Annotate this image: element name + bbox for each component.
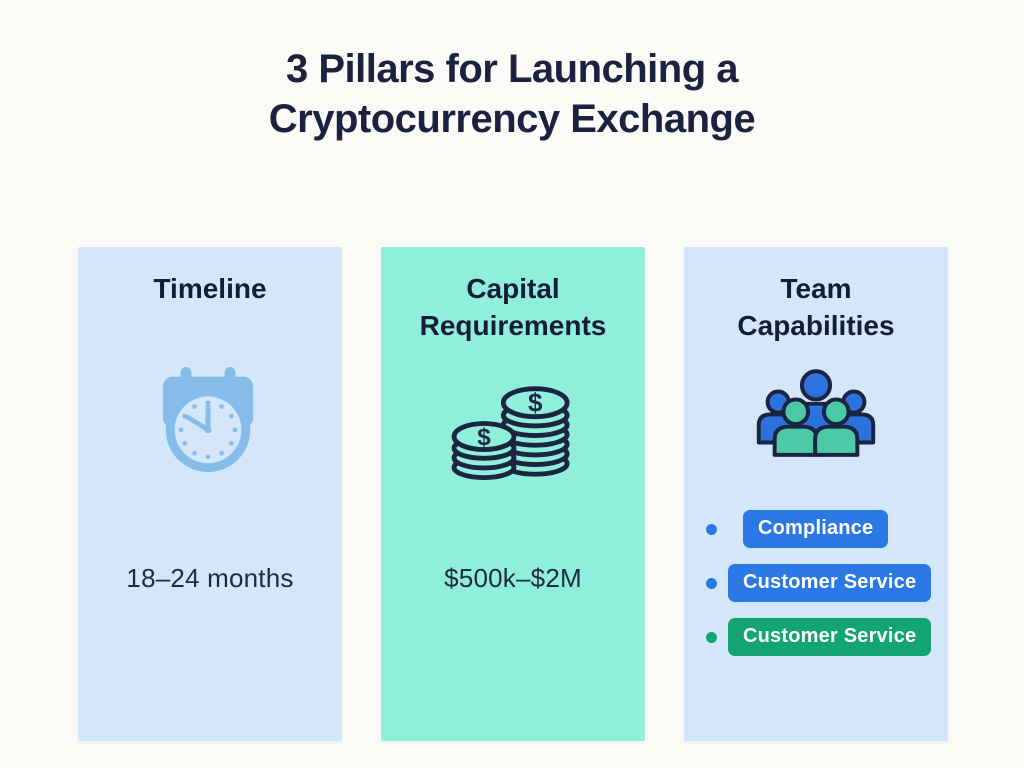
card-capital-requirements: Capital Requirements — [381, 247, 645, 741]
badge-compliance: Compliance — [743, 510, 889, 548]
capital-value: $500k–$2M — [444, 563, 582, 593]
team-icon — [684, 365, 948, 462]
page-title: 3 Pillars for Launching a Cryptocurrency … — [0, 44, 1024, 144]
badge-customer-service-green: Customer Service — [728, 618, 932, 656]
timeline-value: 18–24 months — [126, 563, 294, 593]
badge-row-customer-service-1: Customer Service — [706, 563, 948, 603]
bullet-dot-icon — [706, 631, 717, 643]
card-capital-title: Capital Requirements — [419, 273, 607, 341]
coin-stacks-icon: $ $ — [381, 365, 645, 481]
badge-row-customer-service-2: Customer Service — [706, 617, 948, 657]
card-timeline: Timeline — [78, 247, 342, 741]
card-team-capabilities: Team Capabilities — [684, 247, 948, 741]
svg-text:$: $ — [528, 387, 543, 417]
team-badges-list: Compliance Customer Service Customer Ser… — [684, 509, 948, 671]
card-timeline-title: Timeline — [153, 273, 267, 304]
badge-row-compliance: Compliance — [706, 509, 948, 549]
pillar-cards: Timeline — [78, 247, 948, 741]
badge-customer-service-blue: Customer Service — [728, 564, 932, 602]
bullet-dot-icon — [706, 523, 717, 535]
page-title-line1: 3 Pillars for Launching a — [285, 47, 739, 91]
card-team-title: Team Capabilities — [737, 273, 895, 341]
page-title-line2: Cryptocurrency Exchange — [268, 97, 756, 141]
svg-text:$: $ — [477, 424, 491, 451]
calendar-clock-icon — [78, 365, 342, 475]
bullet-dot-icon — [706, 577, 717, 589]
